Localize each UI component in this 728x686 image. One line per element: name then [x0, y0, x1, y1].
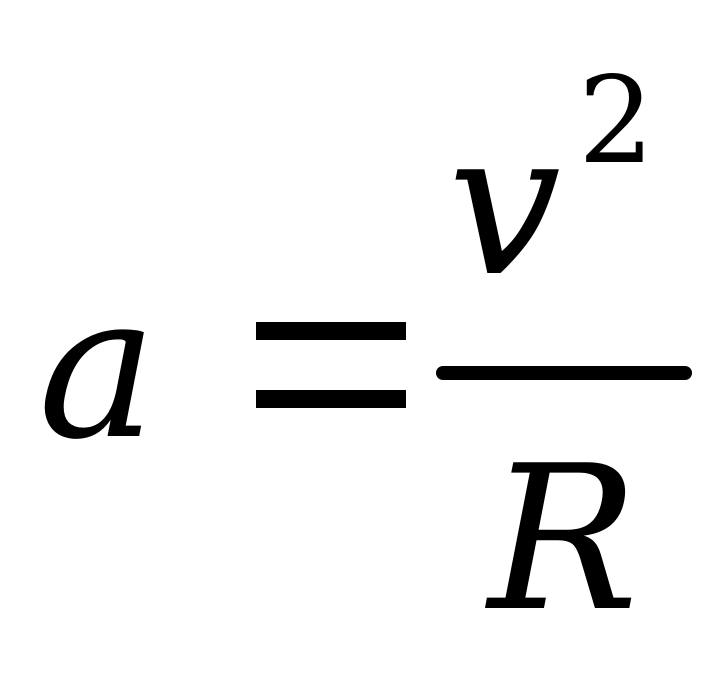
numerator-exponent: 2: [578, 52, 655, 191]
equals-bar-bottom: [256, 390, 406, 408]
lhs-variable: a: [38, 251, 158, 484]
equals-bar-top: [256, 322, 406, 340]
numerator-variable: v: [448, 88, 561, 321]
equals-sign: [256, 322, 406, 408]
fraction-line: [436, 366, 692, 380]
denominator-variable: R: [488, 423, 639, 656]
